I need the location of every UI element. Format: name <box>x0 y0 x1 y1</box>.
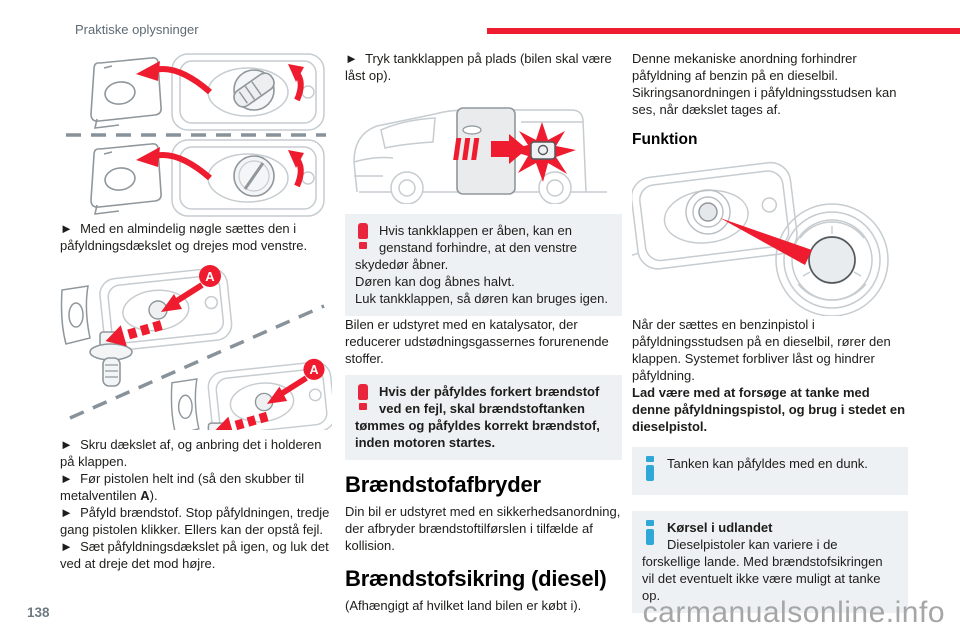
col1-step-3: ► Påfyld brændstof. Stop påfyldningen, t… <box>60 505 330 537</box>
column-3: Denne mekaniske anordning forhindrer påf… <box>632 50 908 613</box>
col2-catalyst-paragraph: Bilen er udstyret med en katalysator, de… <box>345 317 609 366</box>
info-box-jerrycan-text: Tanken kan påfyldes med en dunk. <box>667 456 868 471</box>
column-1: ► Med en almindelig nøgle sættes den i p… <box>60 50 332 572</box>
heading-misfuel-prevention: Brændstofsikring (diesel) <box>345 566 607 591</box>
fuel-cap-removal-illustration: A <box>60 265 332 430</box>
col1-step-2: ► Før pistolen helt ind (så den skubber … <box>60 471 305 503</box>
info-box-jerrycan: Tanken kan påfyldes med en dunk. <box>632 447 908 495</box>
warning-icon <box>358 223 368 249</box>
warning-box-door: Hvis tankklappen er åben, kan en genstan… <box>345 214 622 316</box>
warning-icon <box>358 384 368 410</box>
fuel-cap-key-turn-illustration <box>66 53 326 217</box>
col2-step-1: ► Tryk tankklappen på plads (bilen skal … <box>345 51 612 83</box>
header-red-bar <box>487 28 960 34</box>
info-box-abroad-title: Kørsel i udlandet <box>667 520 773 535</box>
col2-cutoff-paragraph: Din bil er udstyret med en sikkerhedsano… <box>345 504 621 553</box>
col3-nozzle-paragraph: Når der sættes en benzinpistol i påfyldn… <box>632 317 891 383</box>
col3-warning-paragraph: Lad være med at forsøge at tanke med den… <box>632 385 906 434</box>
col3-mechanism-paragraph: Denne mekaniske anordning forhindrer påf… <box>632 51 857 83</box>
watermark: carmanualsonline.info <box>642 596 945 629</box>
heading-fuel-cutoff: Brændstofafbryder <box>345 472 541 497</box>
van-sliding-door-fuel-flap-illustration <box>353 107 607 204</box>
info-icon <box>646 520 654 545</box>
heading-function: Funktion <box>632 131 698 148</box>
col1-intro-step: ► Med en almindelig nøgle sættes den i p… <box>60 221 308 253</box>
warning-box-door-text: Hvis tankklappen er åben, kan en genstan… <box>355 223 608 306</box>
info-icon <box>646 456 654 481</box>
info-box-abroad: Kørsel i udlandet Dieselpistoler kan var… <box>632 511 908 613</box>
page-header-title: Praktiske oplysninger <box>75 22 199 37</box>
col1-step-1: ► Skru dækslet af, og anbring det i hold… <box>60 437 322 469</box>
col1-step-4: ► Sæt påfyldningsdækslet på igen, og luk… <box>60 539 329 571</box>
column-2: ► Tryk tankklappen på plads (bilen skal … <box>345 50 622 614</box>
label-a-badge: A <box>205 269 215 284</box>
warning-box-misfuel-text: Hvis der påfyldes forkert brændstof ved … <box>355 384 600 450</box>
warning-box-misfuel: Hvis der påfyldes forkert brændstof ved … <box>345 375 622 460</box>
col2-country-paragraph: (Afhængigt af hvilket land bilen er købt… <box>345 598 582 613</box>
info-box-abroad-text: Dieselpistoler kan variere i de forskell… <box>642 537 883 603</box>
col3-visible-paragraph: Sikringsanordningen i påfyldningsstudsen… <box>632 85 897 117</box>
misfuel-device-zoom-illustration <box>632 161 889 316</box>
page-number: 138 <box>27 605 50 620</box>
